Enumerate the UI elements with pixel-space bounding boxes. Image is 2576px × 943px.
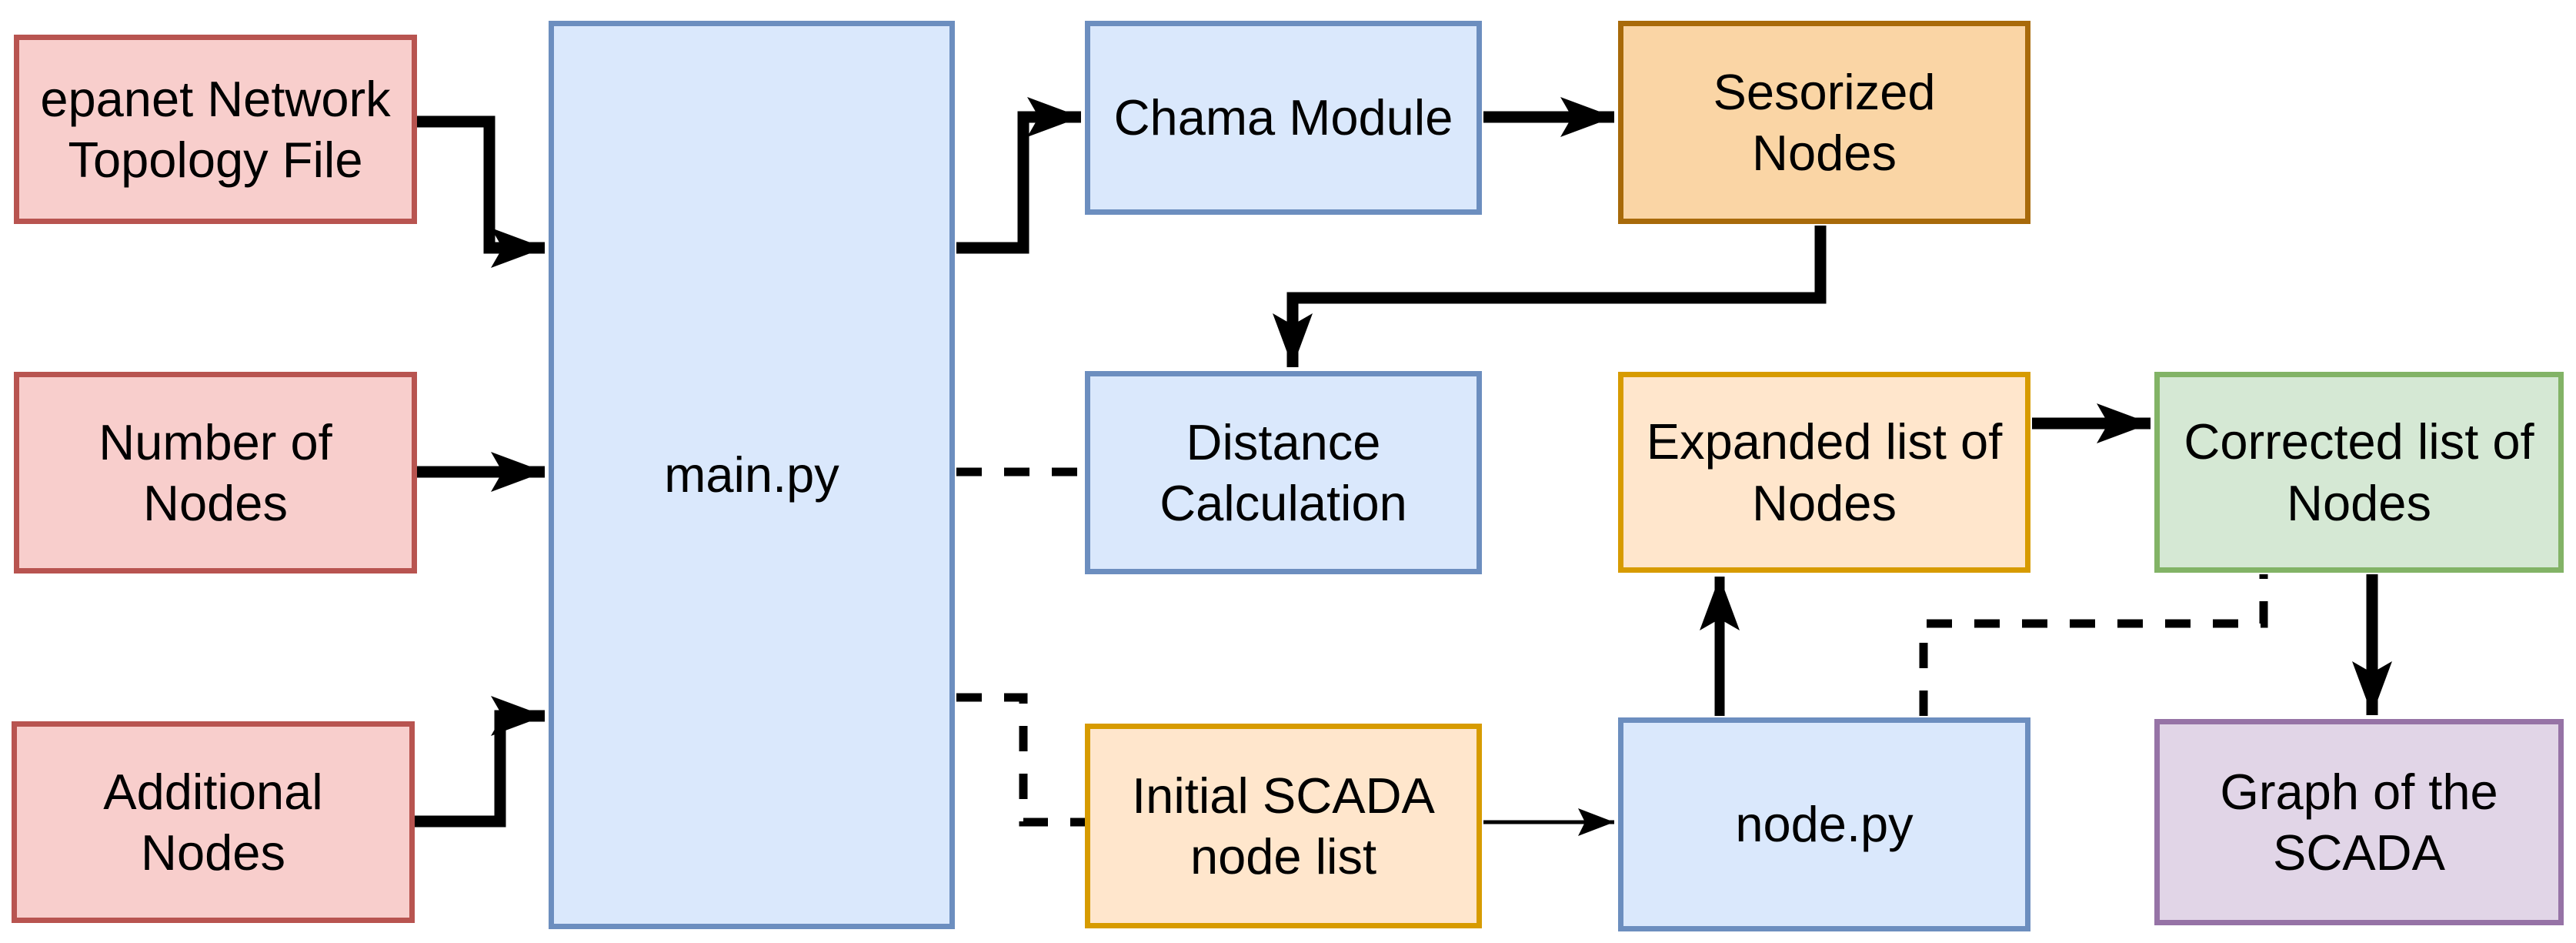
node-label: Corrected list of Nodes — [2184, 413, 2534, 531]
node-corrected-list-of-nodes: Corrected list of Nodes — [2154, 372, 2564, 573]
node-label: epanet Network Topology File — [40, 70, 391, 188]
edge-addnodes-to-mainpy — [415, 696, 545, 828]
node-epanet-network-topology-file: epanet Network Topology File — [14, 35, 417, 224]
node-additional-nodes: Additional Nodes — [12, 721, 415, 923]
node-label: Additional Nodes — [103, 763, 323, 881]
node-label: Number of Nodes — [98, 413, 332, 531]
node-initial-scada-node-list: Initial SCADA node list — [1085, 724, 1482, 928]
node-graph-of-the-scada: Graph of the SCADA — [2154, 719, 2564, 925]
node-chama-module: Chama Module — [1085, 21, 1482, 215]
node-distance-calculation: Distance Calculation — [1085, 371, 1482, 574]
node-expanded-list-of-nodes: Expanded list of Nodes — [1618, 372, 2030, 573]
edge-mainpy-to-initial-dashed — [956, 693, 1085, 827]
node-label: main.py — [664, 446, 839, 503]
node-node-py: node.py — [1618, 717, 2030, 931]
node-main-py: main.py — [549, 21, 955, 929]
node-label: node.py — [1735, 796, 1914, 853]
node-label: Expanded list of Nodes — [1646, 413, 2003, 531]
node-sesorized-nodes: Sesorized Nodes — [1618, 21, 2030, 224]
node-label: Graph of the SCADA — [2220, 763, 2498, 881]
node-label: Chama Module — [1113, 89, 1453, 146]
node-label: Initial SCADA node list — [1132, 767, 1435, 884]
edge-sesorized-to-distance — [1273, 226, 1827, 367]
edge-nodepy-to-corrected-dashed — [1919, 574, 2268, 716]
edge-mainpy-to-chama — [956, 97, 1081, 254]
node-label: Distance Calculation — [1160, 413, 1407, 531]
edge-epanet-to-mainpy — [417, 115, 545, 268]
node-label: Sesorized Nodes — [1713, 63, 1936, 181]
node-number-of-nodes: Number of Nodes — [14, 372, 417, 573]
